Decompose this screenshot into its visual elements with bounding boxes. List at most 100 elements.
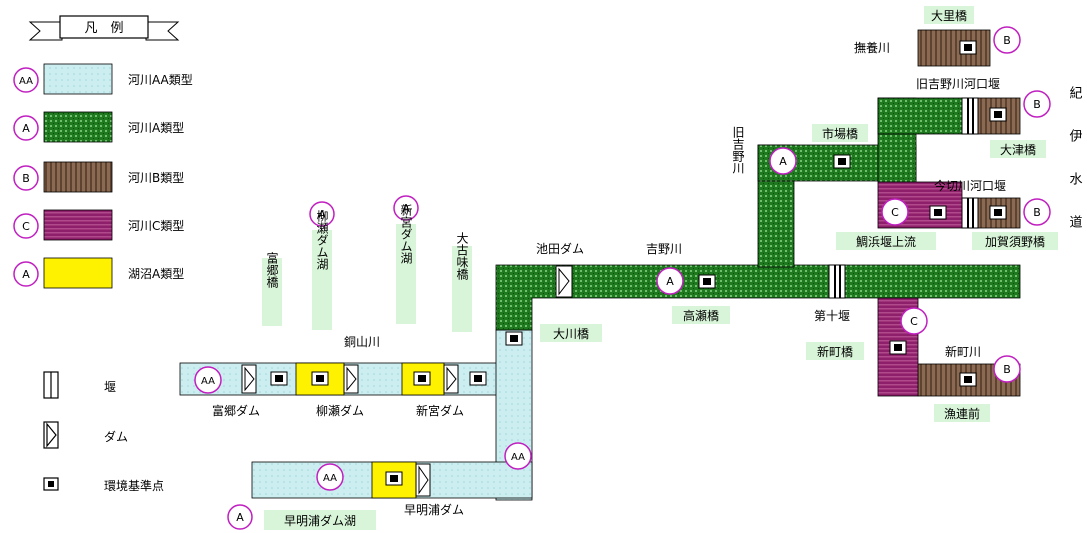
badge-text: A — [779, 155, 787, 168]
monitoring-point-icon — [989, 107, 1007, 122]
legend-symbol-label: 環境基準点 — [104, 478, 164, 493]
kyu-yoshino-estuary-a — [877, 97, 963, 135]
legend-badge: C — [22, 220, 30, 233]
badge-text: AA — [201, 376, 215, 387]
label-daiju-weir: 第十堰 — [814, 309, 850, 323]
legend-title: 凡 例 — [84, 21, 123, 36]
badge-text: B — [1003, 34, 1011, 47]
weir-icon — [828, 264, 846, 299]
badge: AA — [316, 463, 344, 491]
river-network — [179, 29, 1021, 501]
label-kii-channel: 紀伊水道 — [1067, 86, 1083, 258]
dam-icon — [43, 421, 59, 449]
badge-text: A — [666, 275, 674, 288]
badge: C — [881, 198, 909, 226]
monitoring-point-icon — [311, 371, 329, 386]
monitoring-point-icon — [959, 372, 977, 387]
place-labels: 富郷橋 柳瀬ダム湖 新宮ダム湖 大古味橋 旧吉野川 紀伊水道 銅山川 富郷ダム … — [212, 6, 1082, 530]
legend-badge: A — [22, 268, 30, 281]
label-fugo-dam: 富郷ダム — [212, 403, 260, 418]
legend-badge: A — [22, 122, 30, 135]
legend-symbol-label: 堰 — [104, 380, 116, 394]
dam-icon — [343, 364, 359, 394]
label-yoshino-river: 吉野川 — [646, 242, 682, 256]
legend-symbol-monitoring-point: 環境基準点 — [43, 477, 164, 493]
legend-badge: B — [22, 172, 30, 185]
monitoring-points — [270, 40, 1007, 486]
label-okawa-bridge: 大川橋 — [553, 327, 589, 341]
label-ikeda-dam: 池田ダム — [536, 241, 584, 256]
dam-icon — [443, 364, 459, 394]
badge: A — [393, 195, 419, 221]
weir-icon — [961, 97, 979, 135]
legend-badge: AA — [19, 76, 33, 87]
dam-icon — [415, 463, 431, 497]
label-yanase-dam-lake: 柳瀬ダム湖 — [315, 210, 329, 270]
badge-text: B — [1033, 98, 1041, 111]
badge: C — [900, 307, 928, 335]
badge: AA — [194, 366, 222, 394]
legend-symbol-label: ダム — [104, 429, 128, 444]
monitoring-point-icon — [270, 371, 288, 386]
label-dozan-river: 銅山川 — [344, 335, 380, 349]
badge: A — [656, 267, 684, 295]
badge-text: A — [318, 208, 326, 221]
yoshino-river-a-segment — [495, 264, 1021, 331]
legend-label: 湖沼A類型 — [128, 266, 184, 281]
label-kyu-yoshino-estuary-weir: 旧吉野川河口堰 — [916, 77, 1000, 91]
badge: A — [227, 504, 253, 530]
legend-label: 河川B類型 — [128, 171, 184, 185]
label-muya-river: 撫養川 — [854, 40, 890, 55]
badge-text: C — [891, 206, 899, 219]
label-kagasuno-bridge: 加賀須野橋 — [985, 235, 1045, 249]
label-shinmachi-bridge: 新町橋 — [817, 344, 853, 359]
legend-item-aa: AA 河川AA類型 — [13, 63, 193, 95]
label-gyoren-mae: 漁連前 — [944, 406, 980, 421]
label-otsu-bridge: 大津橋 — [1000, 143, 1036, 157]
legend-label: 河川C類型 — [128, 219, 184, 233]
label-shingu-dam: 新宮ダム — [416, 403, 464, 418]
monitoring-point-icon — [889, 340, 907, 355]
monitoring-point-icon — [385, 471, 403, 486]
monitoring-point-icon — [43, 477, 59, 491]
label-fugo-bridge: 富郷橋 — [265, 251, 279, 289]
badge: B — [993, 26, 1021, 54]
label-yanase-dam: 柳瀬ダム — [316, 403, 364, 418]
label-ichiba-bridge: 市場橋 — [822, 126, 858, 141]
legend-item-c: C 河川C類型 — [13, 209, 184, 241]
legend-title-ribbon: 凡 例 — [28, 15, 180, 41]
weirs — [828, 97, 979, 299]
badge-text: C — [910, 315, 918, 328]
weir-icon — [961, 197, 979, 229]
monitoring-point-icon — [698, 274, 716, 289]
label-sameura-dam-lake: 早明浦ダム湖 — [284, 513, 356, 528]
monitoring-point-icon — [505, 331, 523, 346]
legend-symbol-weir: 堰 — [43, 371, 116, 399]
legend-label: 河川AA類型 — [128, 73, 193, 87]
badge-text: B — [1033, 206, 1041, 219]
label-takase-bridge: 高瀬橋 — [683, 308, 719, 323]
label-taihama-weir-upstream: 鯛浜堰上流 — [856, 235, 916, 249]
monitoring-point-icon — [989, 205, 1007, 220]
badge-text: A — [236, 511, 244, 524]
badge-text: AA — [511, 452, 525, 463]
badge: A — [769, 147, 797, 175]
legend-item-a: A 河川A類型 — [13, 111, 184, 143]
label-sameura-dam: 早明浦ダム — [404, 502, 464, 517]
label-shingu-dam-lake: 新宮ダム湖 — [399, 203, 413, 264]
badge: A — [309, 201, 335, 227]
dam-icon — [555, 265, 573, 298]
monitoring-point-icon — [959, 40, 977, 55]
label-ozato-bridge: 大里橋 — [931, 9, 967, 23]
classification-badges: AA A A AA AA A A A B B C B C B — [194, 26, 1051, 530]
label-shinmachi-river: 新町川 — [945, 344, 981, 359]
monitoring-point-icon — [929, 205, 947, 220]
monitoring-point-icon — [833, 154, 851, 169]
dams — [241, 265, 573, 497]
muya-river-b-segment — [917, 29, 991, 67]
badge: B — [993, 355, 1021, 383]
legend-symbol-dam: ダム — [43, 421, 128, 449]
legend-label: 河川A類型 — [128, 121, 184, 135]
